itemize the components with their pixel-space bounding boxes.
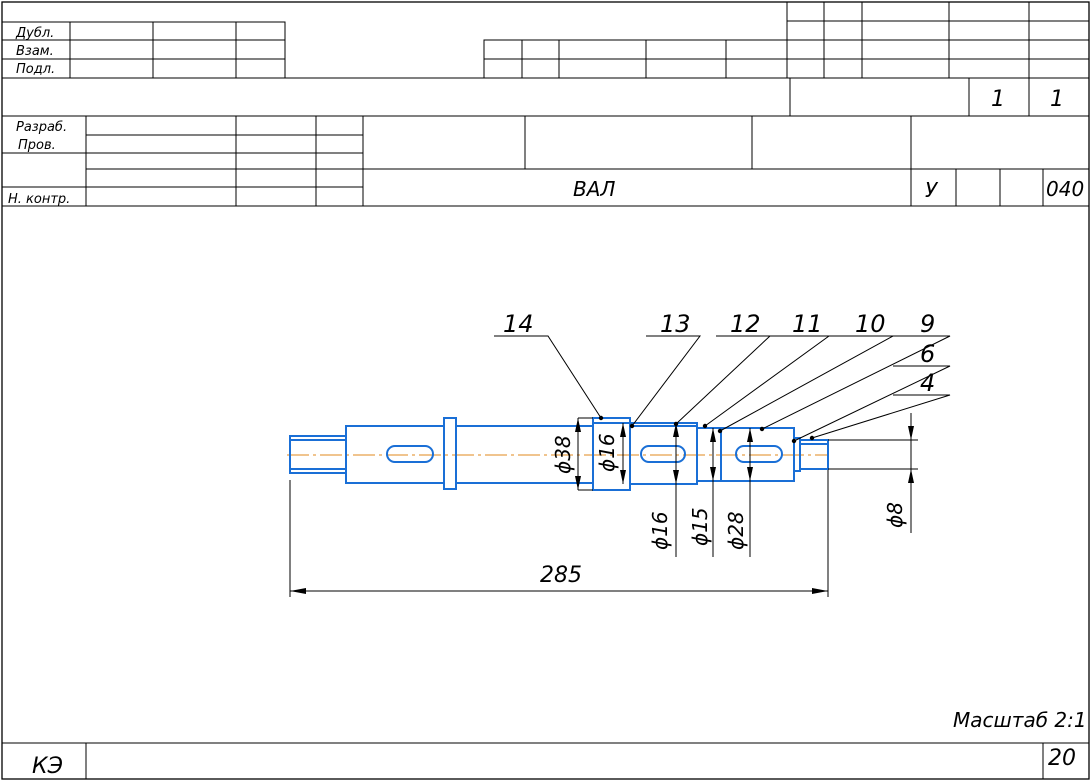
- label-podl: Подл.: [16, 62, 55, 77]
- sheet-total: 1: [1050, 87, 1064, 112]
- title-block-labels: Дубл. Взам. Подл. Разраб. Пров. Н. контр…: [8, 26, 1087, 779]
- callout-11: 11: [792, 310, 823, 338]
- callout-14: 14: [503, 310, 534, 338]
- dim-length: 285: [540, 563, 582, 588]
- callout-10: 10: [855, 310, 886, 338]
- callout-4: 4: [920, 369, 935, 397]
- label-dubl: Дубл.: [15, 26, 54, 41]
- footer-left: КЭ: [32, 754, 63, 779]
- dim-d15: ϕ15: [688, 507, 712, 546]
- leader-dots: [598, 415, 815, 444]
- dim-d16-left: ϕ16: [595, 433, 619, 472]
- dim-d38: ϕ38: [551, 435, 575, 474]
- code-cell: 040: [1046, 177, 1084, 201]
- callout-6: 6: [920, 340, 935, 368]
- letter-cell: У: [925, 178, 939, 202]
- callout-13: 13: [660, 310, 691, 338]
- label-prov: Пров.: [18, 138, 56, 153]
- dimension-texts: 285 ϕ38 ϕ16 ϕ16 ϕ15 ϕ28 ϕ8: [540, 433, 907, 588]
- drawing-title: ВАЛ: [573, 177, 615, 201]
- label-vzam: Взам.: [16, 44, 54, 59]
- leader-lines: [494, 335, 951, 442]
- dim-d8: ϕ8: [883, 502, 907, 528]
- label-razrab: Разраб.: [16, 120, 67, 135]
- dim-d16-lower: ϕ16: [648, 511, 672, 550]
- callout-numbers: 14 13 12 11 10 9 6 4: [503, 310, 935, 397]
- shaft-outline: [289, 417, 829, 491]
- sheet-number: 1: [991, 87, 1005, 112]
- callout-12: 12: [730, 310, 761, 338]
- footer-right: 20: [1048, 746, 1076, 771]
- dimension-arrows: [290, 418, 914, 594]
- dim-d28: ϕ28: [724, 511, 748, 550]
- label-n-kontr: Н. контр.: [8, 192, 70, 207]
- callout-9: 9: [920, 310, 935, 338]
- scale-label: Масштаб 2:1: [953, 708, 1087, 732]
